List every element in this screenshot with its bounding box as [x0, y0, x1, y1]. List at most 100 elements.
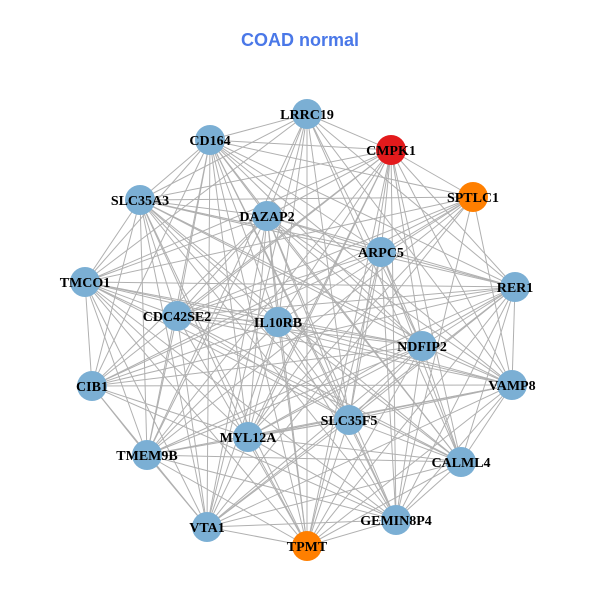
edge-SLC35A3-NDFIP2	[139, 199, 423, 347]
edge-CD164-CMPK1	[209, 139, 392, 151]
node-NDFIP2[interactable]	[407, 331, 437, 361]
edge-LRRC19-CALML4	[306, 113, 462, 463]
node-label-MYL12A: MYL12A	[220, 431, 278, 446]
node-label-RER1: RER1	[497, 281, 534, 296]
node-SLC35A3[interactable]	[125, 185, 155, 215]
node-label-SPTLC1: SPTLC1	[447, 191, 499, 206]
edge-TMCO1-RER1	[84, 281, 516, 288]
node-label-TPMT: TPMT	[287, 540, 328, 555]
edge-TMCO1-CDC42SE2	[84, 281, 178, 317]
edge-VTA1-TPMT	[206, 526, 308, 547]
edge-NDFIP2-TPMT	[306, 345, 423, 547]
edge-ARPC5-NDFIP2	[380, 251, 423, 347]
edge-RER1-GEMIN8P4	[395, 286, 516, 521]
edge-CMPK1-IL10RB	[277, 149, 392, 323]
node-TMEM9B[interactable]	[132, 440, 162, 470]
edge-IL10RB-TMEM9B	[146, 321, 279, 456]
edge-SLC35F5-GEMIN8P4	[348, 419, 397, 521]
edge-IL10RB-SLC35F5	[277, 321, 350, 421]
edge-TMCO1-MYL12A	[84, 281, 249, 438]
edge-CALML4-TPMT	[306, 461, 462, 547]
edge-SLC35F5-TPMT	[306, 419, 350, 547]
node-label-CDC42SE2: CDC42SE2	[143, 310, 211, 325]
node-VTA1[interactable]	[192, 512, 222, 542]
edge-CD164-TPMT	[209, 139, 308, 547]
edge-CDC42SE2-VTA1	[176, 315, 208, 528]
edge-VAMP8-TMEM9B	[146, 384, 513, 456]
node-CDC42SE2[interactable]	[162, 301, 192, 331]
edge-CIB1-MYL12A	[91, 385, 249, 438]
node-CD164[interactable]	[195, 125, 225, 155]
nodes-layer: LRRC19CD164CMPK1SPTLC1SLC35A3DAZAP2ARPC5…	[60, 99, 536, 561]
edge-LRRC19-TMCO1	[84, 113, 308, 283]
node-LRRC19[interactable]	[292, 99, 322, 129]
edge-SLC35A3-VAMP8	[139, 199, 513, 386]
node-label-TMCO1: TMCO1	[60, 276, 111, 291]
node-VAMP8[interactable]	[497, 370, 527, 400]
node-TPMT[interactable]	[292, 531, 322, 561]
edge-NDFIP2-CALML4	[421, 345, 462, 463]
edge-CDC42SE2-SLC35F5	[176, 315, 350, 421]
node-TMCO1[interactable]	[70, 267, 100, 297]
edge-SPTLC1-CIB1	[91, 196, 474, 387]
node-ARPC5[interactable]	[366, 237, 396, 267]
edge-SLC35F5-CALML4	[348, 419, 462, 463]
edge-RER1-NDFIP2	[421, 286, 516, 347]
node-label-NDFIP2: NDFIP2	[397, 340, 447, 355]
edge-LRRC19-RER1	[306, 113, 516, 288]
edge-TMCO1-CIB1	[84, 281, 93, 387]
edge-ARPC5-TPMT	[306, 251, 382, 547]
edge-CMPK1-DAZAP2	[266, 149, 392, 217]
edge-SLC35A3-TMCO1	[84, 199, 141, 283]
node-IL10RB[interactable]	[263, 307, 293, 337]
edge-RER1-IL10RB	[277, 286, 516, 323]
edge-IL10RB-TPMT	[277, 321, 308, 547]
edge-CDC42SE2-IL10RB	[176, 315, 279, 323]
edge-TMEM9B-TPMT	[146, 454, 308, 547]
node-CMPK1[interactable]	[376, 135, 406, 165]
edge-NDFIP2-VTA1	[206, 345, 423, 528]
edge-DAZAP2-CDC42SE2	[176, 215, 268, 317]
node-DAZAP2[interactable]	[252, 201, 282, 231]
edge-TMCO1-VTA1	[84, 281, 208, 528]
edge-SLC35A3-CDC42SE2	[139, 199, 178, 317]
edge-CD164-IL10RB	[209, 139, 279, 323]
edge-IL10RB-CALML4	[277, 321, 462, 463]
node-CIB1[interactable]	[77, 371, 107, 401]
edge-CD164-RER1	[209, 139, 516, 288]
node-MYL12A[interactable]	[233, 422, 263, 452]
node-label-CD164: CD164	[189, 134, 230, 149]
edge-SPTLC1-TMCO1	[84, 196, 474, 283]
edge-SLC35A3-TPMT	[139, 199, 308, 547]
edge-RER1-VTA1	[206, 286, 516, 528]
edge-CMPK1-TMCO1	[84, 149, 392, 283]
edge-VAMP8-TPMT	[306, 384, 513, 547]
edge-SLC35A3-VTA1	[139, 199, 208, 528]
edge-CMPK1-ARPC5	[380, 149, 392, 253]
edge-VAMP8-CALML4	[460, 384, 513, 463]
edge-MYL12A-GEMIN8P4	[247, 436, 397, 521]
edges-layer	[84, 113, 516, 547]
edge-DAZAP2-NDFIP2	[266, 215, 423, 347]
node-CALML4[interactable]	[446, 447, 476, 477]
edge-CMPK1-VAMP8	[390, 149, 513, 386]
edge-SLC35A3-RER1	[139, 199, 516, 288]
edge-CD164-TMEM9B	[146, 139, 211, 456]
node-label-CALML4: CALML4	[431, 456, 490, 471]
node-SLC35F5[interactable]	[334, 405, 364, 435]
edge-ARPC5-RER1	[380, 251, 516, 288]
edge-DAZAP2-VAMP8	[266, 215, 513, 386]
edge-CMPK1-SLC35A3	[139, 149, 392, 201]
node-SPTLC1[interactable]	[458, 182, 488, 212]
edge-TMEM9B-VTA1	[146, 454, 208, 528]
node-RER1[interactable]	[500, 272, 530, 302]
edge-MYL12A-CALML4	[247, 436, 462, 463]
edge-CMPK1-CALML4	[390, 149, 462, 463]
node-label-LRRC19: LRRC19	[280, 108, 334, 123]
edge-GEMIN8P4-VTA1	[206, 519, 397, 528]
node-GEMIN8P4[interactable]	[381, 505, 411, 535]
node-label-SLC35F5: SLC35F5	[321, 414, 378, 429]
edge-DAZAP2-TMCO1	[84, 215, 268, 283]
edge-DAZAP2-TMEM9B	[146, 215, 268, 456]
